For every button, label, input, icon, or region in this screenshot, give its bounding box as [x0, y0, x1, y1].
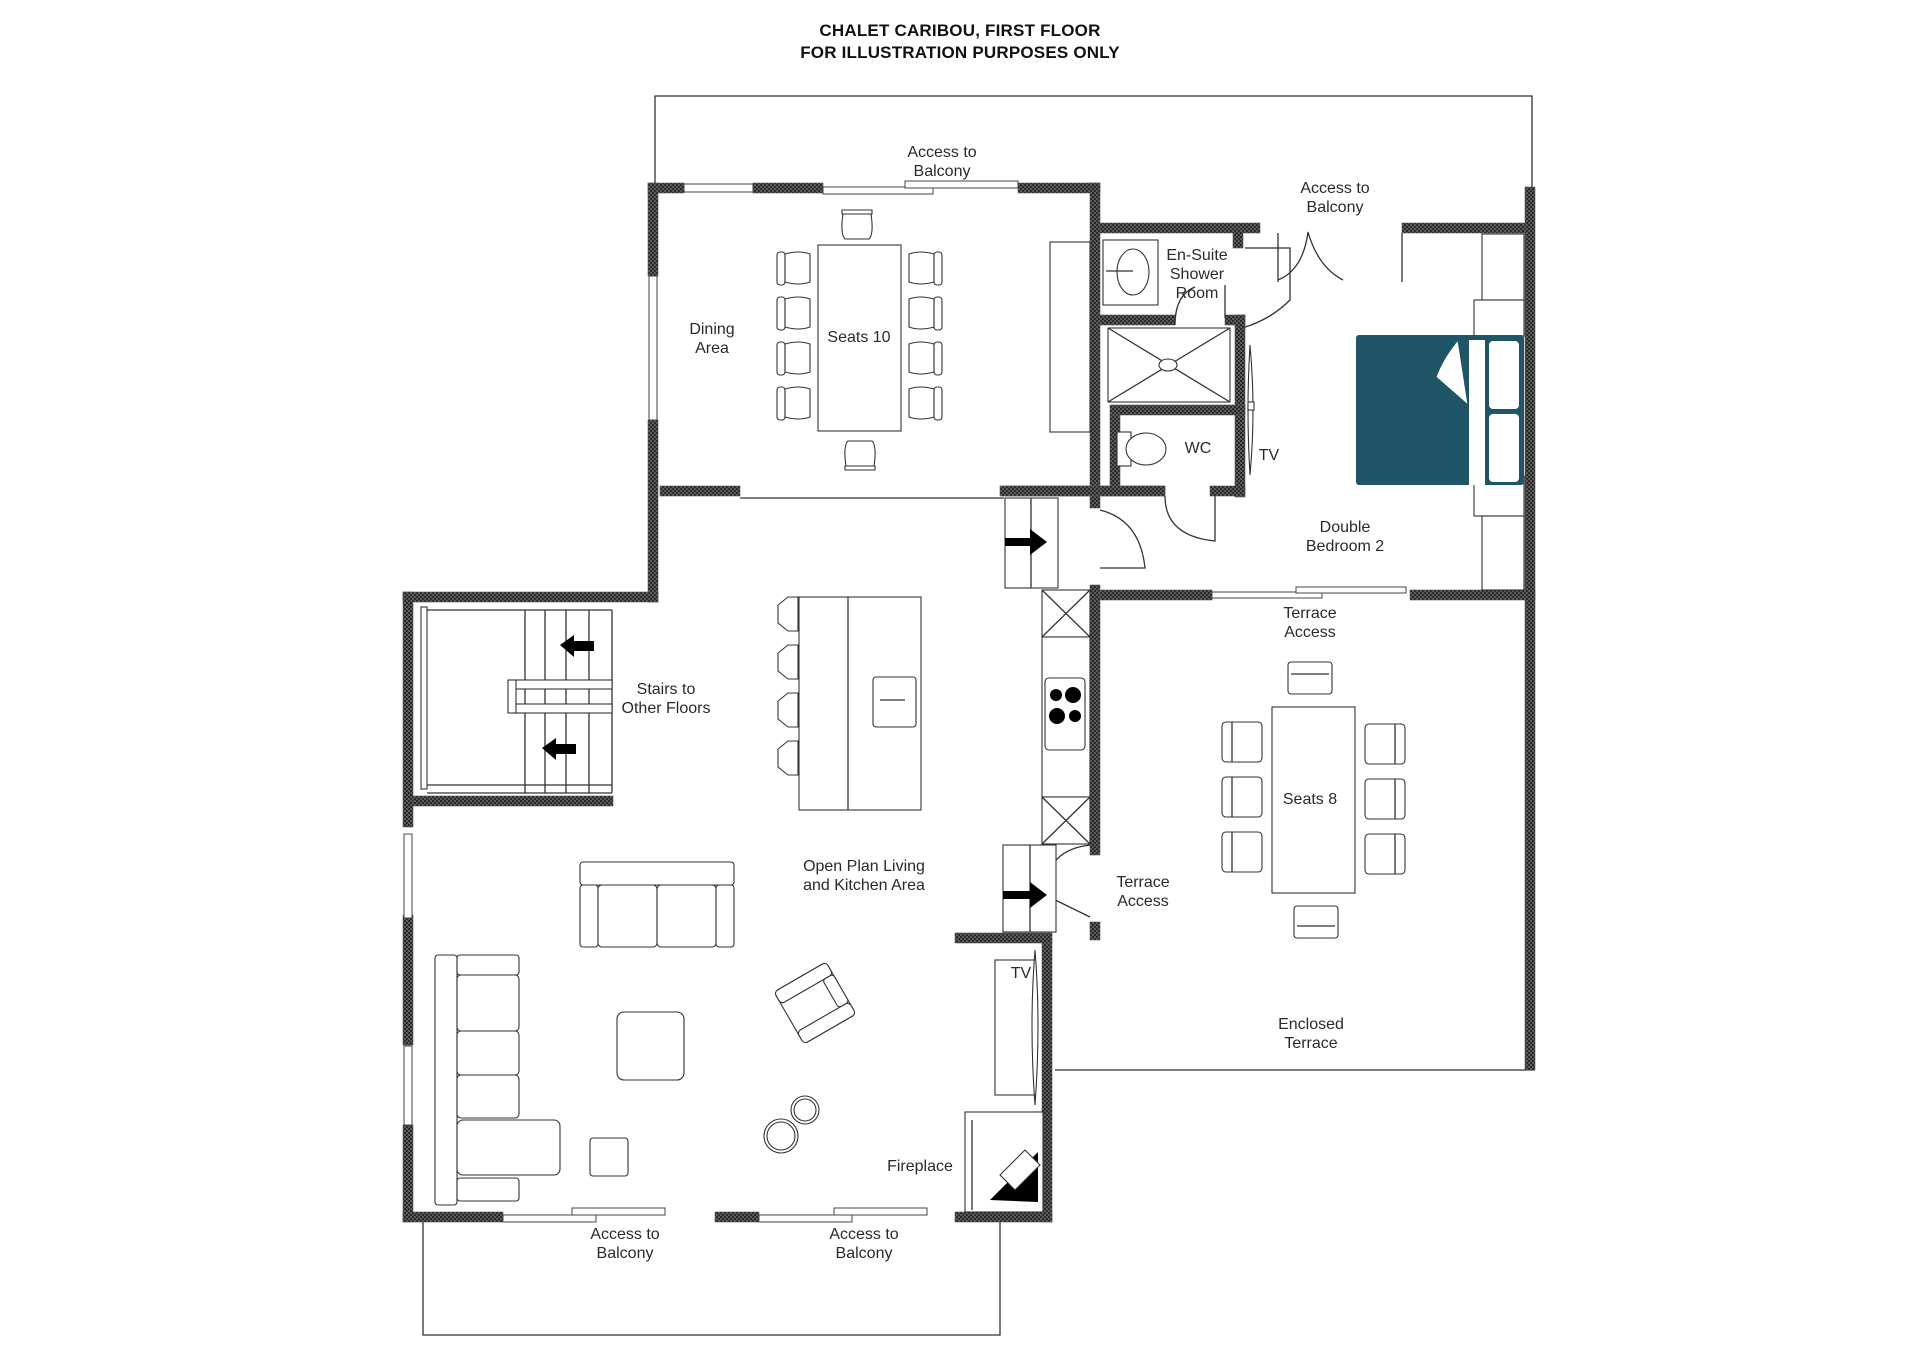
double-bed — [1356, 335, 1524, 485]
bedroom-tv — [1247, 344, 1255, 476]
kitchen-counter — [1002, 497, 1091, 933]
armchair — [774, 962, 856, 1044]
shower-tray — [1107, 327, 1231, 403]
toilet — [1116, 431, 1167, 467]
label-bedroom-terrace-access: Terrace Access — [1283, 605, 1337, 641]
sideboard — [1049, 241, 1091, 433]
arrow-right-icon — [1005, 529, 1047, 555]
terrace-chairs — [1221, 661, 1406, 939]
balcony-outline-top — [654, 95, 1533, 190]
label-wc: WC — [1184, 440, 1212, 457]
label-bedroom-balcony-access: Access to Balcony — [1300, 180, 1370, 216]
washbasin — [1102, 239, 1159, 306]
label-living-kitchen: Open Plan Living and Kitchen Area — [803, 858, 925, 894]
kitchen-island — [798, 596, 922, 811]
arrow-left-icon — [542, 738, 576, 760]
left-chairs — [776, 251, 811, 421]
corner-sofa — [434, 954, 561, 1206]
label-double-bedroom: Double Bedroom 2 — [1305, 519, 1385, 555]
label-living-balcony-access-right: Access to Balcony — [829, 1226, 899, 1262]
label-terrace-table: Seats 8 — [1282, 791, 1338, 808]
windows — [403, 180, 1407, 1223]
label-living-balcony-access-left: Access to Balcony — [590, 1226, 660, 1262]
plan-title: CHALET CARIBOU, FIRST FLOOR — [819, 21, 1101, 40]
walls — [402, 182, 1536, 1223]
label-dining-area: Dining Area — [689, 321, 735, 357]
tv-unit — [994, 949, 1039, 1106]
label-ensuite: En-Suite Shower Room — [1166, 247, 1228, 302]
label-stairs: Stairs to Other Floors — [621, 681, 711, 717]
label-fireplace: Fireplace — [887, 1158, 953, 1175]
arrow-right-icon — [1003, 882, 1047, 908]
staircase — [420, 606, 613, 794]
ottoman — [589, 1011, 685, 1177]
side-tables — [763, 1095, 820, 1154]
right-chairs — [908, 251, 943, 421]
sofa-two-seater — [579, 861, 735, 948]
dining-table-10 — [817, 244, 902, 432]
label-dining-table: Seats 10 — [827, 329, 891, 346]
dining-chairs — [776, 209, 943, 471]
fireplace — [964, 1111, 1044, 1213]
label-living-tv: TV — [1010, 965, 1032, 982]
arrow-left-icon — [560, 635, 594, 657]
label-enclosed-terrace: Enclosed Terrace — [1278, 1016, 1344, 1052]
label-living-terrace-access: Terrace Access — [1116, 874, 1170, 910]
label-bedroom-tv: TV — [1258, 447, 1280, 464]
doors — [1044, 231, 1403, 918]
balcony-outline-bottom — [422, 1222, 1001, 1336]
label-dining-balcony-access: Access to Balcony — [907, 144, 977, 180]
terrace-table-8 — [1271, 706, 1356, 894]
plan-subtitle: FOR ILLUSTRATION PURPOSES ONLY — [800, 43, 1120, 62]
bar-stools — [777, 596, 799, 776]
